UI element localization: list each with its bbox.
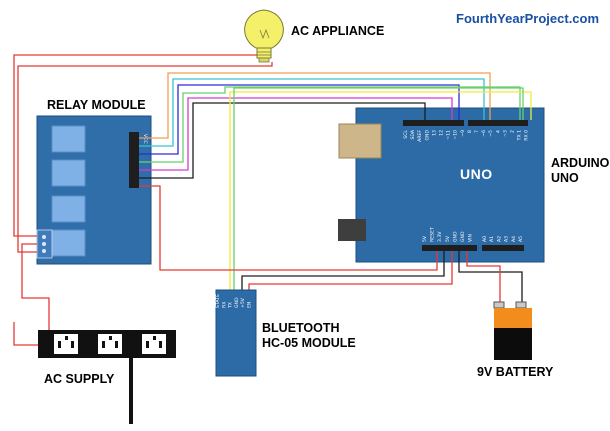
arduino-analog-pin-0: A0 bbox=[482, 236, 488, 242]
arduino-analog-pin-1: A1 bbox=[489, 236, 495, 242]
arduino-label-line2: UNO bbox=[551, 171, 579, 185]
relay-pin-3: IN2 bbox=[169, 134, 175, 142]
ac-supply-label: AC SUPPLY bbox=[44, 372, 115, 386]
relay-pin-5: GND bbox=[187, 134, 193, 145]
ac-appliance-label: AC APPLIANCE bbox=[291, 24, 385, 38]
arduino-digital-pin-6: ~11 bbox=[446, 130, 452, 140]
wire-battery-neg bbox=[458, 251, 523, 307]
brand-label: FourthYearProject.com bbox=[456, 11, 600, 26]
relay-pin-0: VCC bbox=[142, 134, 148, 144]
battery-9v-icon bbox=[493, 301, 532, 360]
bluetooth-pin-5: EN bbox=[247, 302, 253, 308]
wire-in2 bbox=[139, 86, 521, 163]
arduino-analog-pin-3: A3 bbox=[504, 236, 510, 242]
ac-supply-socket-strip bbox=[38, 330, 176, 424]
power-header bbox=[422, 245, 477, 251]
bluetooth-hc05-board bbox=[215, 289, 257, 377]
relay-2 bbox=[51, 159, 86, 187]
arduino-power-pin-3: 5V bbox=[445, 235, 451, 242]
wire-battery-pos bbox=[466, 251, 501, 307]
bluetooth-pin-4: +5V bbox=[240, 297, 246, 308]
arduino-digital-pin-10: 7 bbox=[474, 130, 480, 133]
arduino-power-pin-0: 5V bbox=[422, 235, 428, 242]
wire-relay-5v bbox=[139, 185, 438, 271]
arduino-power-pin-4: GND bbox=[452, 231, 458, 242]
bluetooth-pin-2: TX bbox=[228, 302, 234, 309]
wire-bt-rx bbox=[233, 87, 524, 290]
arduino-digital-pin-11: ~6 bbox=[481, 130, 487, 137]
wire-vcc bbox=[139, 72, 491, 139]
arduino-digital-pin-2: AREF bbox=[417, 130, 423, 142]
arduino-digital-pin-17: RX 0 bbox=[524, 130, 530, 141]
wire-in1 bbox=[139, 97, 453, 171]
arduino-analog-pin-2: A2 bbox=[496, 236, 502, 242]
ac-power-cord bbox=[129, 358, 133, 424]
arduino-label-line1: ARDUINO bbox=[551, 156, 610, 170]
arduino-digital-pin-1: SDA bbox=[410, 129, 416, 139]
digital-header-right bbox=[468, 120, 528, 126]
usb-port bbox=[338, 123, 382, 159]
arduino-power-pin-1: RESET bbox=[430, 227, 436, 242]
relay-4 bbox=[51, 229, 86, 257]
arduino-digital-pin-4: 13 bbox=[431, 130, 437, 136]
arduino-digital-pin-16: TX 1 bbox=[517, 130, 523, 141]
relay-module-board bbox=[36, 115, 152, 265]
arduino-digital-pin-12: ~5 bbox=[488, 130, 494, 137]
wire-gnd bbox=[139, 102, 426, 179]
arduino-digital-pin-8: ~9 bbox=[460, 130, 466, 137]
relay-pin-4: IN1 bbox=[178, 134, 184, 142]
arduino-digital-pin-14: ~3 bbox=[502, 130, 508, 137]
wire-in3 bbox=[139, 84, 460, 155]
wire-bt-tx bbox=[229, 91, 532, 290]
analog-header bbox=[482, 245, 524, 251]
digital-header-left bbox=[403, 120, 464, 126]
wire-bt-gnd bbox=[241, 251, 445, 290]
wire-in4 bbox=[139, 78, 485, 147]
bluetooth-pin-0: STATE bbox=[215, 294, 221, 308]
battery-label: 9V BATTERY bbox=[477, 365, 554, 379]
relay-pin-header bbox=[129, 132, 139, 188]
relay-3 bbox=[51, 195, 86, 223]
arduino-digital-pin-9: 8 bbox=[467, 130, 473, 133]
arduino-digital-pin-15: 2 bbox=[510, 130, 516, 133]
arduino-power-pin-2: 3.3V bbox=[437, 231, 443, 242]
bluetooth-pin-1: RX bbox=[221, 302, 227, 308]
arduino-analog-pin-5: A5 bbox=[518, 236, 524, 242]
bluetooth-pin-3: GND bbox=[234, 297, 240, 308]
relay-module-label: RELAY MODULE bbox=[47, 98, 146, 112]
wires bbox=[13, 54, 532, 346]
wire-ac-neutral bbox=[17, 62, 273, 253]
wire-ac-supply-relay bbox=[21, 243, 50, 330]
wire-bt-5v bbox=[248, 251, 453, 290]
arduino-power-pin-6: VIN bbox=[468, 234, 474, 242]
arduino-digital-pin-3: GND bbox=[424, 130, 430, 141]
arduino-digital-pin-7: ~10 bbox=[453, 130, 459, 140]
arduino-uno-board bbox=[338, 107, 545, 263]
bluetooth-label-line1: BLUETOOTH bbox=[262, 321, 340, 335]
relay-1 bbox=[51, 125, 86, 153]
arduino-digital-pin-0: SCL bbox=[403, 130, 409, 139]
bluetooth-label-line2: HC-05 MODULE bbox=[262, 336, 356, 350]
arduino-board-text: UNO bbox=[460, 166, 493, 182]
arduino-power-pin-5: GND bbox=[460, 231, 466, 242]
light-bulb-icon bbox=[244, 9, 284, 63]
arduino-digital-pin-5: 12 bbox=[439, 130, 445, 136]
power-jack bbox=[338, 219, 366, 241]
arduino-digital-pin-13: 4 bbox=[495, 130, 501, 133]
arduino-analog-pin-4: A4 bbox=[511, 236, 517, 242]
